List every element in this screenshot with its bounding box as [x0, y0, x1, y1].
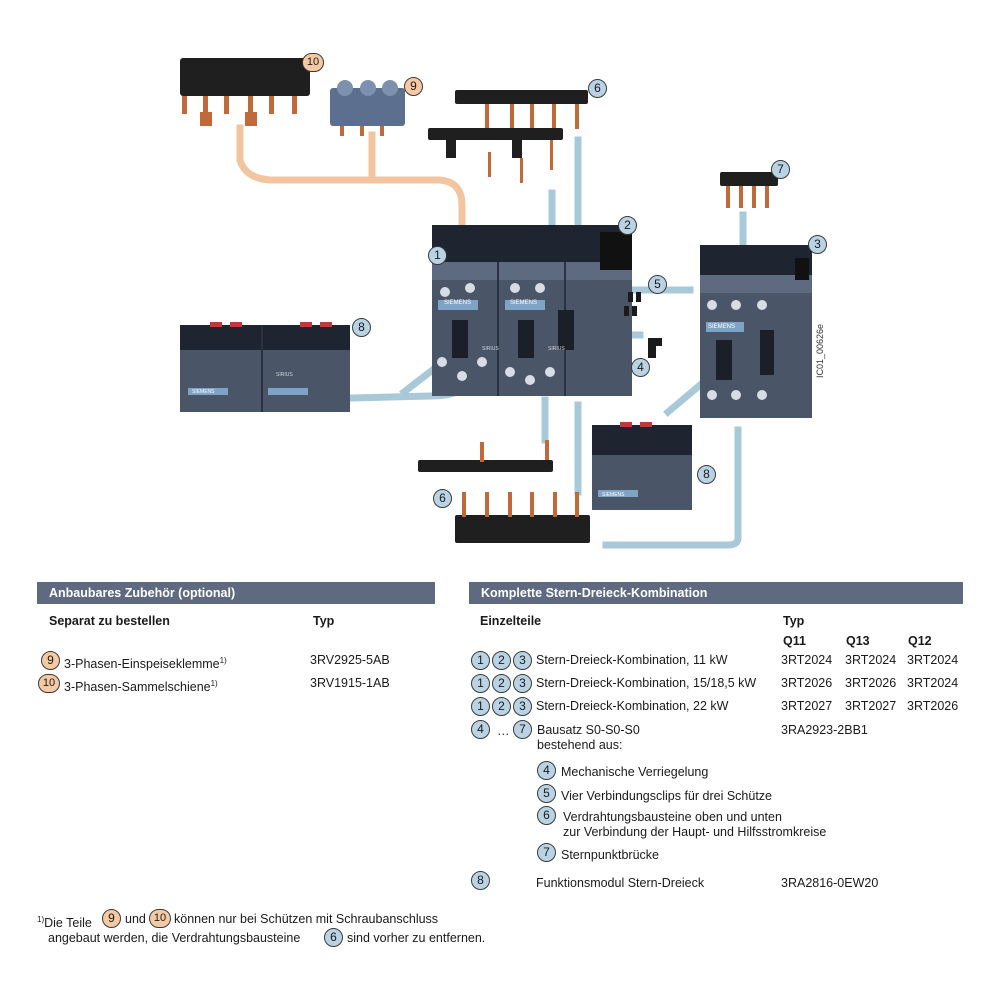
row2-callout-3: 3 [513, 674, 532, 693]
kit-label: Bausatz S0-S0-S0 [537, 723, 640, 737]
combination-header: Komplette Stern-Dreieck-Kombination [469, 582, 963, 604]
kit-label-sub: bestehend aus: [537, 738, 623, 752]
callout-6-top: 6 [588, 79, 607, 98]
footnote-callout-10: 10 [149, 909, 171, 928]
kit-ellipsis: … [497, 724, 510, 738]
clips-label: Vier Verbindungsclips für drei Schütze [561, 789, 772, 803]
callout-6-bottom: 6 [433, 489, 452, 508]
components-heading: Einzelteile [480, 614, 542, 628]
wiring-module-bottom [418, 440, 590, 543]
three-phase-busbar [180, 58, 310, 126]
series-label: SIRIUS [548, 346, 565, 352]
row2-q12: 3RT2024 [907, 676, 959, 690]
footnote-callout-6: 6 [324, 928, 343, 947]
footnote-text-2: sind vorher zu entfernen. [347, 931, 486, 945]
item-callout-6: 6 [537, 806, 556, 825]
row2-callout-1: 1 [471, 674, 490, 693]
row2-q11: 3RT2026 [781, 676, 833, 690]
assembly-drawing: SIEMENS SIEMENS SIEMENS SIEMENS SIEMENS … [180, 58, 825, 549]
row1-callout-1: 1 [471, 651, 490, 670]
row1-q11: 3RT2024 [781, 653, 833, 667]
callout-8-right: 8 [697, 465, 716, 484]
row3-q12: 3RT2026 [907, 699, 959, 713]
function-module-type: 3RA2816-0EW20 [781, 876, 879, 890]
contactor-group [432, 225, 632, 396]
brand-label: SIEMENS [444, 300, 471, 306]
function-module-right [592, 422, 692, 510]
wiring-modules-label-2: zur Verbindung der Haupt- und Hilfsstrom… [563, 825, 827, 839]
row2-q13: 3RT2026 [845, 676, 897, 690]
footnote-line1: 1)Die Teile [37, 915, 92, 931]
order-separately-heading: Separat zu bestellen [49, 614, 170, 628]
function-module-left [180, 322, 350, 412]
row1-callout-2: 2 [492, 651, 511, 670]
kit-callout-7: 7 [513, 720, 532, 739]
callout-5: 5 [648, 275, 667, 294]
connection-clips [624, 292, 641, 316]
wiring-modules-label: Verdrahtungsbausteine oben und unten [563, 810, 782, 824]
mechanical-interlock [648, 338, 662, 358]
wiring-module-top [428, 90, 588, 183]
q12-heading: Q12 [908, 634, 932, 648]
callout-10: 10 [302, 53, 324, 72]
figure-id: IC01_00626e [815, 324, 825, 378]
row3-callout-2: 2 [492, 697, 511, 716]
row3-label: Stern-Dreieck-Kombination, 22 kW [536, 699, 729, 713]
footnote-callout-9: 9 [102, 909, 121, 928]
kit-type: 3RA2923-2BB1 [781, 723, 868, 737]
item-callout-5: 5 [537, 784, 556, 803]
series-label: SIRIUS [276, 372, 293, 378]
brand-label: SIEMENS [510, 300, 537, 306]
row2-label: Stern-Dreieck-Kombination, 15/18,5 kW [536, 676, 757, 690]
item-callout-7: 7 [537, 843, 556, 862]
footnote-text-1: können nur bei Schützen mit Schraubansch… [174, 912, 439, 926]
star-bridge-label: Sternpunktbrücke [561, 848, 659, 862]
row-callout-9: 9 [41, 651, 60, 670]
footnote-line2: angebaut werden, die Verdrahtungsbaustei… [48, 931, 301, 945]
row3-callout-3: 3 [513, 697, 532, 716]
accessories-header: Anbaubares Zubehör (optional) [37, 582, 435, 604]
series-label: SIRIUS [482, 346, 499, 352]
type-heading-left: Typ [313, 614, 335, 628]
brand-label: SIEMENS [708, 324, 735, 330]
contactor-3 [700, 245, 812, 418]
feeder-terminal-label: 3-Phasen-Einspeiseklemme1) [64, 656, 227, 672]
kit-callout-4: 4 [471, 720, 490, 739]
busbar-label: 3-Phasen-Sammelschiene1) [64, 679, 218, 695]
busbar-type: 3RV1915-1AB [310, 676, 390, 690]
q13-heading: Q13 [846, 634, 870, 648]
row3-callout-1: 1 [471, 697, 490, 716]
row3-q13: 3RT2027 [845, 699, 897, 713]
module-callout-8: 8 [471, 871, 490, 890]
row1-q12: 3RT2024 [907, 653, 959, 667]
callout-9: 9 [404, 77, 423, 96]
row-callout-10: 10 [38, 674, 60, 693]
row2-callout-2: 2 [492, 674, 511, 693]
brand-label: SIEMENS [192, 389, 215, 395]
row1-q13: 3RT2024 [845, 653, 897, 667]
callout-3: 3 [808, 235, 827, 254]
q11-heading: Q11 [783, 634, 806, 648]
feeder-terminal [330, 80, 405, 136]
type-heading-right: Typ [783, 614, 805, 628]
callout-2: 2 [618, 216, 637, 235]
callout-1: 1 [428, 246, 447, 265]
interlock-label: Mechanische Verriegelung [561, 765, 709, 779]
row3-q11: 3RT2027 [781, 699, 833, 713]
footnote-und: und [125, 912, 146, 926]
star-point-bridge [720, 172, 778, 208]
brand-label: SIEMENS [602, 492, 625, 498]
item-callout-4: 4 [537, 761, 556, 780]
row1-callout-3: 3 [513, 651, 532, 670]
callout-4: 4 [631, 358, 650, 377]
feeder-terminal-type: 3RV2925-5AB [310, 653, 390, 667]
row1-label: Stern-Dreieck-Kombination, 11 kW [536, 653, 728, 667]
callout-8-left: 8 [352, 318, 371, 337]
function-module-label: Funktionsmodul Stern-Dreieck [536, 876, 705, 890]
callout-7: 7 [771, 160, 790, 179]
